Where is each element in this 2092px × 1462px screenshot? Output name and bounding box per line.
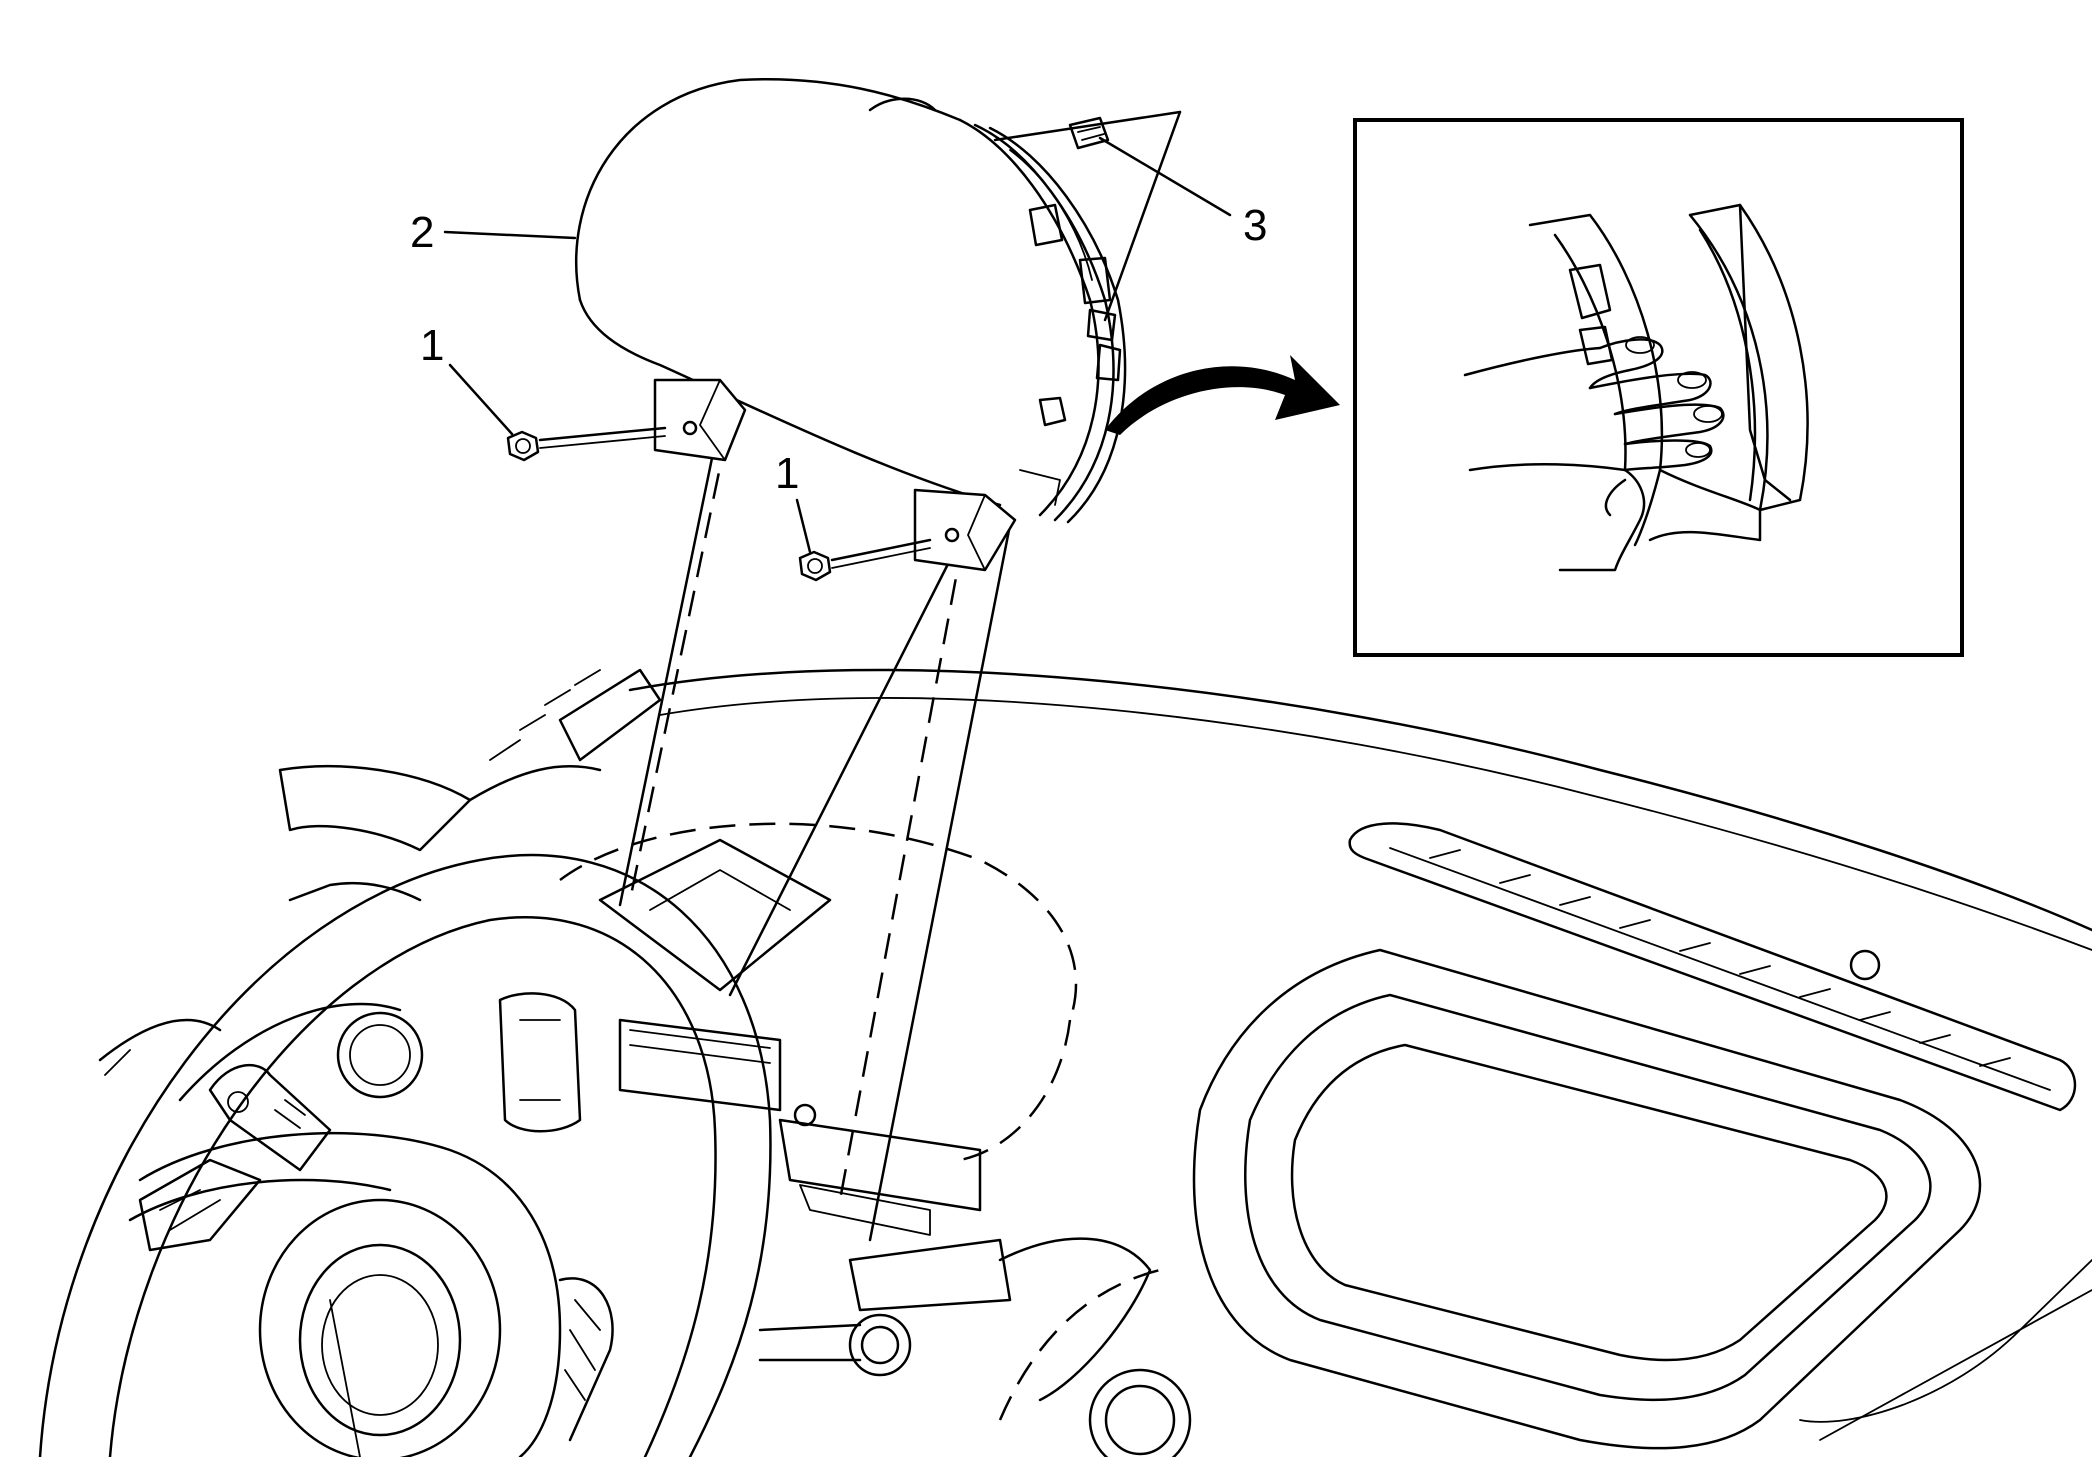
fastener-right: [798, 538, 932, 582]
leader-lines: [443, 110, 1232, 554]
instrument-panel: [278, 668, 2092, 1462]
detail-arrow: [1105, 355, 1340, 435]
detail-inset: [1353, 118, 1964, 657]
fastener-left: [506, 426, 667, 462]
callout-3: 3: [1243, 201, 1267, 250]
electrical-connector: [1068, 116, 1110, 150]
callout-1-right: 1: [775, 449, 799, 498]
alignment-guides: [618, 393, 1012, 1242]
callout-1-left: 1: [420, 321, 444, 370]
callout-2: 2: [410, 208, 434, 257]
instrument-cluster: [575, 78, 1127, 572]
callout-labels: 2 1 1 3: [410, 201, 1267, 498]
